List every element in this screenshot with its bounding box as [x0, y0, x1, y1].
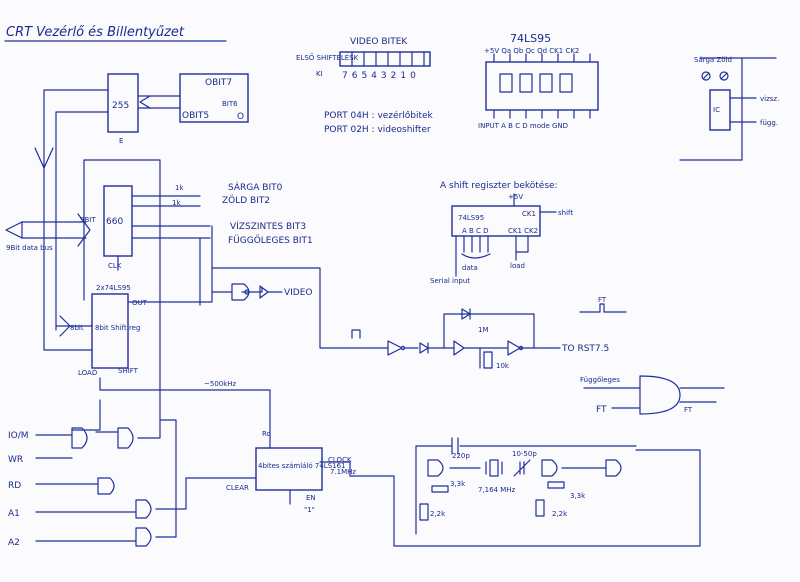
counter-clear: CLEAR: [226, 484, 249, 492]
fugg-ft-left: FT: [596, 405, 607, 415]
obit6-label: BIT6: [222, 100, 238, 108]
video-bits-title: VIDEO BITEK: [350, 37, 408, 47]
rst-path: 1M 10k TO RST7.5 FT: [211, 267, 627, 370]
rst-resistor-1m: 1M: [478, 326, 489, 334]
osc-crystal: 7,164 MHz: [478, 486, 516, 494]
shift-reg-shift: SHIFT: [118, 367, 139, 375]
sarga-bit0-label: SÁRGA BIT0: [228, 181, 283, 193]
shift-info-load: load: [510, 262, 525, 270]
counter-74ls161: ~500kHz Ro 4bites számláló 74LS161 CLEAR…: [99, 377, 701, 547]
shift-reg-part: 2x74LS95: [96, 284, 131, 292]
counter-ro: Ro: [262, 430, 271, 438]
shift-info-vcc: +5V: [508, 193, 523, 201]
ls95-title: 74LS95: [510, 32, 551, 45]
resistor-1k-b: 1k: [172, 199, 181, 207]
vizsz-label: vizsz.: [760, 95, 779, 103]
obit-box: OBIT7 BIT6 OBIT5 O: [179, 73, 249, 123]
rst-target: TO RST7.5: [561, 344, 609, 354]
video-output-label: VIDEO: [284, 288, 313, 298]
shift-info-serial: Serial input: [430, 277, 470, 285]
shift-info-ck2: CK1 CK2: [508, 227, 538, 235]
oscillator: 220p 3,3k 7,164 MHz 10-50p 3,3k 2,2k 2,2…: [415, 437, 637, 535]
shift-reg-body: 8bit Shift reg: [95, 324, 140, 332]
shift-register: 2x74LS95 OUT 8bit Shift reg 8bit LOAD SH…: [70, 284, 148, 377]
elso-shift-label: ELSŐ SHIFTELÉSK: [296, 53, 359, 62]
shift-info-shift: shift: [558, 209, 573, 217]
input-wr: WR: [8, 455, 23, 465]
osc-resistor-3k3-b: 3,3k: [570, 492, 586, 500]
zold-bit2-label: ZÖLD BIT2: [222, 195, 270, 206]
shift-reg-8bit: 8bit: [70, 324, 84, 332]
sarga-zold-label: Sárga Zöld: [694, 56, 732, 64]
chip-660-label: 660: [106, 217, 123, 227]
shift-info-ck1: CK1: [522, 210, 536, 218]
counter-clock-freq: 7.1MHz: [330, 468, 356, 476]
ic-label: IC: [713, 106, 720, 114]
rst-resistor-10k: 10k: [496, 362, 510, 370]
counter-body: 4bites számláló 74LS161: [258, 462, 346, 470]
chip-660-9bit: 9BIT: [80, 216, 96, 224]
port-04-label: PORT 04H : vezérlőbitek: [324, 110, 434, 121]
chip-255: 255 E: [107, 73, 139, 145]
shift-info-chip: 74LS95: [458, 214, 484, 222]
input-a2: A2: [8, 538, 20, 548]
video-bits-block: VIDEO BITEK ELSŐ SHIFTELÉSK KI 76543210 …: [296, 37, 434, 135]
port-02-label: PORT 02H : videoshifter: [324, 125, 431, 135]
shift-info-data: data: [462, 264, 478, 272]
fugg-block-label: Függőleges: [580, 375, 620, 384]
shift-info-pins: A B C D: [462, 227, 489, 235]
counter-en: EN: [306, 494, 316, 502]
right-top-block: Sárga Zöld IC vizsz. függ.: [679, 56, 779, 161]
fugg-block: Függőleges FT FT: [580, 375, 725, 415]
chip-255-label: 255: [112, 101, 129, 111]
input-rd: RD: [8, 481, 21, 491]
counter-one: "1": [304, 506, 315, 514]
input-io-m: IO/M: [8, 431, 29, 441]
page-title: CRT Vezérlő és Billentyűzet: [6, 25, 185, 40]
ls95-pinout: 74LS95 +5V Qa Qb Qc Qd CK1 CK2 INPUT A B…: [478, 32, 599, 130]
shift-info-block: A shift regiszter bekötése: +5V 74LS95 C…: [430, 180, 573, 285]
osc-resistor-3k3-a: 3,3k: [450, 480, 466, 488]
fuggoleges-bit1-label: FÜGGŐLEGES BIT1: [228, 235, 313, 246]
fugg-ft-right: FT: [684, 406, 693, 414]
osc-resistor-2k2-b: 2,2k: [552, 510, 568, 518]
obit5-label: OBIT5: [182, 111, 209, 121]
osc-cap-220p: 220p: [452, 452, 470, 460]
osc-resistor-2k2-a: 2,2k: [430, 510, 446, 518]
shift-reg-out: OUT: [132, 299, 148, 307]
fugg-label: függ.: [760, 119, 778, 127]
data-bus-label: 9Bit data bus: [6, 244, 53, 252]
vizszintes-bit3-label: VÍZSZINTES BIT3: [230, 220, 306, 232]
obit-pin-o: O: [237, 112, 244, 122]
counter-freq: ~500kHz: [204, 380, 237, 388]
bit-numbers: 76543210: [342, 71, 420, 81]
shift-info-title: A shift regiszter bekötése:: [440, 180, 558, 191]
obit7-label: OBIT7: [205, 78, 232, 88]
shift-reg-load: LOAD: [78, 369, 97, 377]
osc-trimmer: 10-50p: [512, 450, 537, 458]
resistor-1k-a: 1k: [175, 184, 184, 192]
rst-ft: FT: [598, 296, 607, 304]
counter-clock: CLOCK: [328, 456, 352, 464]
logic-inputs: IO/M WR RD A1 A2: [8, 159, 187, 548]
chip-660-clk: CLK: [108, 262, 122, 270]
chip-255-pin-e: E: [119, 137, 123, 145]
ls95-bottom-pins: INPUT A B C D mode GND: [478, 122, 568, 130]
ls95-top-pins: +5V Qa Qb Qc Qd CK1 CK2: [484, 47, 579, 55]
ki-label: KI: [316, 70, 323, 78]
input-a1: A1: [8, 509, 20, 519]
